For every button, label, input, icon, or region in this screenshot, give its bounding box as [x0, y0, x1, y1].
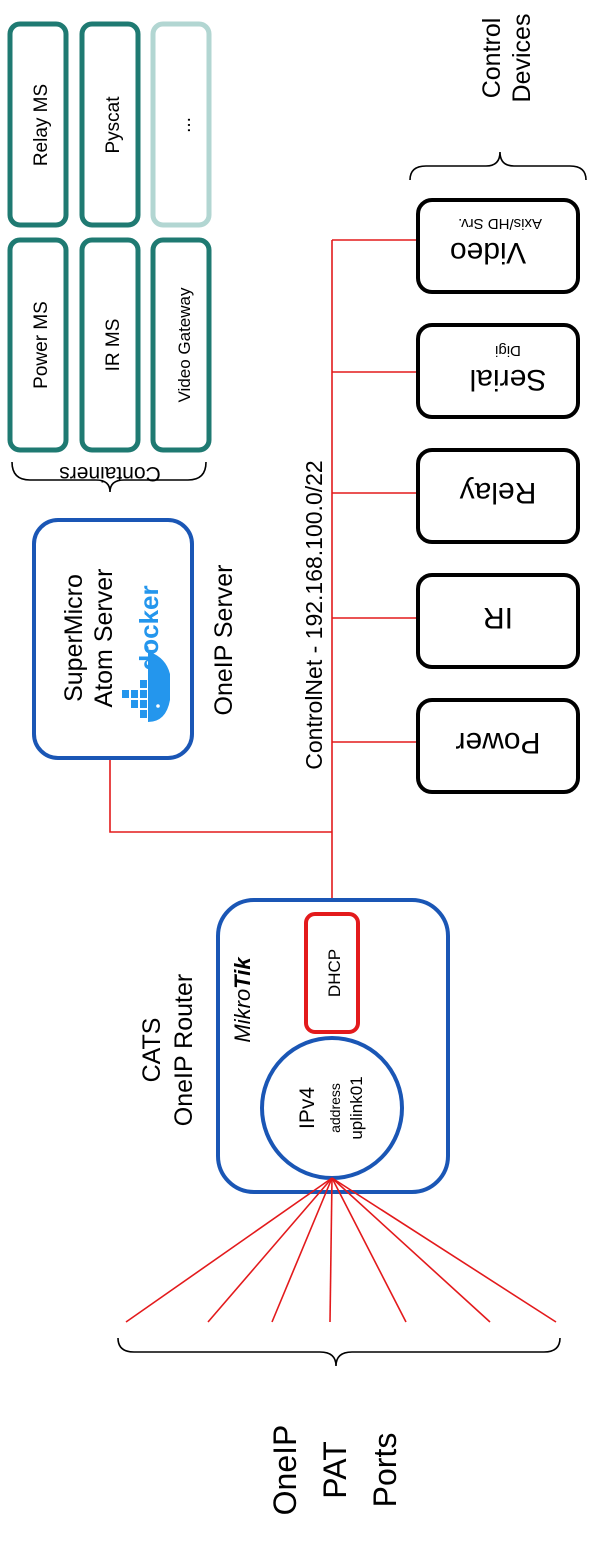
oneip-server: SuperMicro Atom Server docker	[32, 518, 194, 760]
container-relay-ms	[7, 21, 69, 228]
device-video-name: Video	[450, 236, 526, 269]
container-ir-ms	[79, 237, 141, 453]
pat-ports-label-1: OneIP	[267, 1425, 303, 1516]
device-power	[416, 698, 580, 794]
controlnet-label: ControlNet - 192.168.100.0/22	[301, 460, 327, 769]
device-power-name: Power	[455, 726, 540, 759]
ipv4-label: IPv4	[296, 1087, 319, 1129]
container-video-gateway	[150, 237, 212, 453]
container-video-gateway-label: Video Gateway	[175, 287, 194, 402]
containers-group: Relay MS Power MS Pyscat IR MS ... Video…	[7, 21, 212, 453]
server-name-line1: SuperMicro	[60, 574, 88, 702]
mikrotik-logo-icon: MikroTik	[230, 956, 255, 1043]
container-power-ms	[7, 237, 69, 453]
pat-ports-label-2: PAT	[317, 1441, 353, 1498]
device-video-sub: Axis/HD Srv.	[458, 215, 542, 232]
container-placeholder-label: ...	[174, 117, 195, 133]
controlnet-lines	[109, 239, 418, 900]
device-relay	[416, 448, 580, 544]
control-devices-brace	[409, 151, 587, 181]
server-name-line2: Atom Server	[90, 569, 118, 708]
device-ir-name: IR	[483, 601, 513, 634]
router-title-line1: CATS	[138, 1018, 166, 1083]
container-pyscat-label: Pyscat	[103, 96, 124, 154]
container-relay-ms-label: Relay MS	[31, 84, 52, 166]
control-devices-label-1: Control	[478, 18, 506, 99]
container-placeholder	[150, 21, 212, 228]
dhcp-label: DHCP	[325, 949, 344, 997]
container-pyscat	[79, 21, 141, 228]
router-title-line2: OneIP Router	[170, 974, 198, 1126]
device-relay-name: Relay	[460, 476, 537, 509]
containers-brace	[11, 461, 207, 493]
control-devices: Video Axis/HD Srv. Serial Digi Relay IR …	[416, 198, 580, 794]
containers-label: Containers	[59, 462, 161, 485]
pat-ports-label-3: Ports	[367, 1433, 403, 1508]
ipv4-interface: uplink01	[347, 1076, 366, 1139]
device-serial-name: Serial	[470, 363, 547, 396]
control-devices-label-2: Devices	[508, 14, 536, 103]
dhcp-box	[304, 912, 360, 1034]
container-ir-ms-label: IR MS	[103, 319, 124, 372]
pat-ports-brace	[117, 1337, 561, 1367]
device-serial-sub: Digi	[495, 342, 521, 359]
server-caption: OneIP Server	[210, 564, 238, 715]
docker-logo-icon	[122, 644, 170, 722]
ipv4-address-label: address	[327, 1083, 343, 1133]
device-video	[416, 198, 580, 294]
device-ir	[416, 573, 580, 669]
oneip-router: DHCP MikroTik IPv4 address uplink01	[216, 898, 450, 1194]
container-power-ms-label: Power MS	[31, 301, 52, 389]
device-serial	[416, 323, 580, 419]
pat-port-lines	[125, 1177, 557, 1323]
docker-wordmark: docker	[134, 585, 164, 670]
